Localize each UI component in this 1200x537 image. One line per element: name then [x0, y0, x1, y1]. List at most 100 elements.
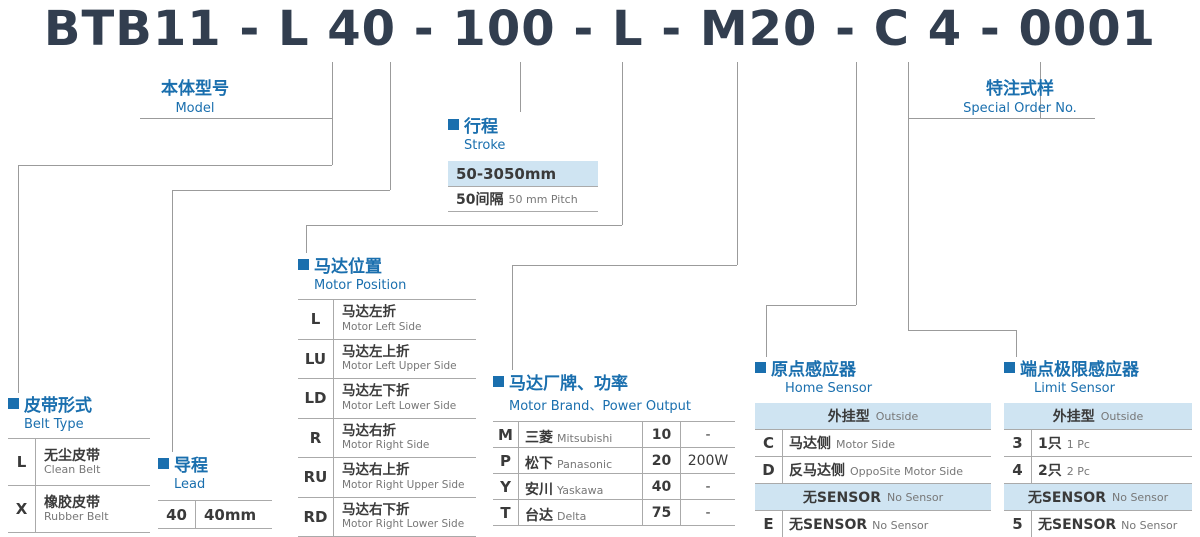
option-zh: 无SENSOR	[789, 517, 868, 533]
home-sensor-title: 原点感应器	[755, 355, 991, 380]
connector-line	[512, 265, 513, 370]
option-code: L	[8, 439, 36, 485]
connector-line	[18, 165, 332, 166]
connector-line	[1016, 330, 1017, 357]
option-code: 5	[1004, 511, 1032, 537]
option-code: C	[755, 430, 783, 456]
stroke-range-row: 50-3050mm	[448, 161, 598, 187]
connector-line	[908, 62, 909, 330]
power-value: -	[705, 504, 711, 521]
limit-sensor-title-en: Limit Sensor	[1034, 381, 1115, 396]
connector-line	[306, 225, 307, 253]
option-code: 3	[1004, 430, 1032, 456]
option-en: Motor Side	[836, 438, 896, 451]
power-value: 200W	[687, 452, 729, 469]
option-code: Y	[493, 474, 519, 499]
connector-line	[18, 165, 19, 393]
brand-zh: 安川	[525, 482, 553, 498]
lead-title-zh: 导程	[174, 456, 208, 476]
option-code: LU	[298, 339, 334, 378]
brand-en: Mitsubishi	[557, 432, 613, 445]
model-label-zh: 本体型号	[161, 79, 229, 99]
lead-title-en: Lead	[174, 477, 206, 492]
option-code: LD	[298, 379, 334, 418]
stroke-pitch-zh: 50间隔	[456, 192, 504, 208]
band-en: No Sensor	[886, 490, 944, 504]
option-zh: 马达右折	[342, 422, 396, 439]
lead-value: 40mm	[204, 505, 257, 524]
option-code: 40	[158, 501, 196, 528]
stroke-pitch-row: 50间隔 50 mm Pitch	[448, 187, 598, 212]
connector-line	[622, 62, 623, 225]
option-en: Motor Left Upper Side	[342, 360, 457, 373]
connector-line	[306, 225, 622, 226]
belt-type-title-zh: 皮带形式	[24, 396, 92, 416]
option-code: 4	[1004, 457, 1032, 483]
sensor-band-row: 外挂型 Outside	[1004, 403, 1192, 430]
option-en: Motor Left Side	[342, 320, 422, 333]
option-en: Motor Left Lower Side	[342, 399, 457, 412]
bullet-square-icon	[493, 376, 504, 387]
power-value: -	[705, 478, 711, 495]
stroke-section: 行程 Stroke 50-3050mm 50间隔 50 mm Pitch	[448, 112, 598, 212]
motor-position-title-en: Motor Position	[314, 278, 407, 293]
option-code: E	[755, 511, 783, 537]
option-en: Motor Right Upper Side	[342, 478, 465, 491]
brand-zh: 松下	[525, 456, 553, 472]
stroke-range: 50-3050mm	[456, 164, 557, 183]
special-order-label-zh: 特注式样	[986, 79, 1054, 99]
brand-en: Delta	[557, 510, 587, 523]
table-row: 40 40mm	[158, 501, 272, 529]
option-zh: 马达左折	[342, 304, 396, 321]
option-code: T	[493, 500, 519, 525]
connector-line	[737, 62, 738, 265]
stroke-table: 50-3050mm 50间隔 50 mm Pitch	[448, 161, 598, 212]
lead-section: 导程 Lead 40 40mm	[158, 451, 272, 529]
power-value: -	[705, 426, 711, 443]
option-en: 2 Pc	[1066, 465, 1090, 478]
stroke-title: 行程	[448, 112, 598, 137]
sensor-band-row: 无SENSOR No Sensor	[755, 484, 991, 511]
home-sensor-title-en: Home Sensor	[785, 381, 873, 396]
connector-line	[908, 330, 1016, 331]
power-code: 10	[643, 422, 681, 447]
connector-line	[172, 190, 390, 191]
home-sensor-title-zh: 原点感应器	[771, 360, 856, 380]
motor-brand-title-zh: 马达厂牌、功率	[509, 374, 628, 394]
option-zh: 2只	[1038, 463, 1062, 479]
option-en: No Sensor	[1121, 519, 1178, 532]
motor-brand-title: 马达厂牌、功率	[493, 369, 735, 394]
band-zh: 无SENSOR	[1027, 490, 1106, 506]
option-code: RU	[298, 458, 334, 497]
bullet-square-icon	[1004, 362, 1015, 373]
model-label-en: Model	[175, 101, 215, 116]
connector-line	[140, 118, 332, 119]
belt-type-title: 皮带形式	[8, 391, 150, 416]
band-zh: 外挂型	[1052, 409, 1095, 425]
band-en: Outside	[1100, 409, 1144, 423]
motor-brand-title-en: Motor Brand、Power Output	[509, 399, 692, 414]
band-en: Outside	[875, 409, 919, 423]
limit-sensor-title-zh: 端点极限感应器	[1020, 360, 1139, 380]
option-zh: 橡胶皮带	[44, 494, 100, 511]
sensor-band-row: 外挂型 Outside	[755, 403, 991, 430]
connector-line	[856, 62, 857, 305]
